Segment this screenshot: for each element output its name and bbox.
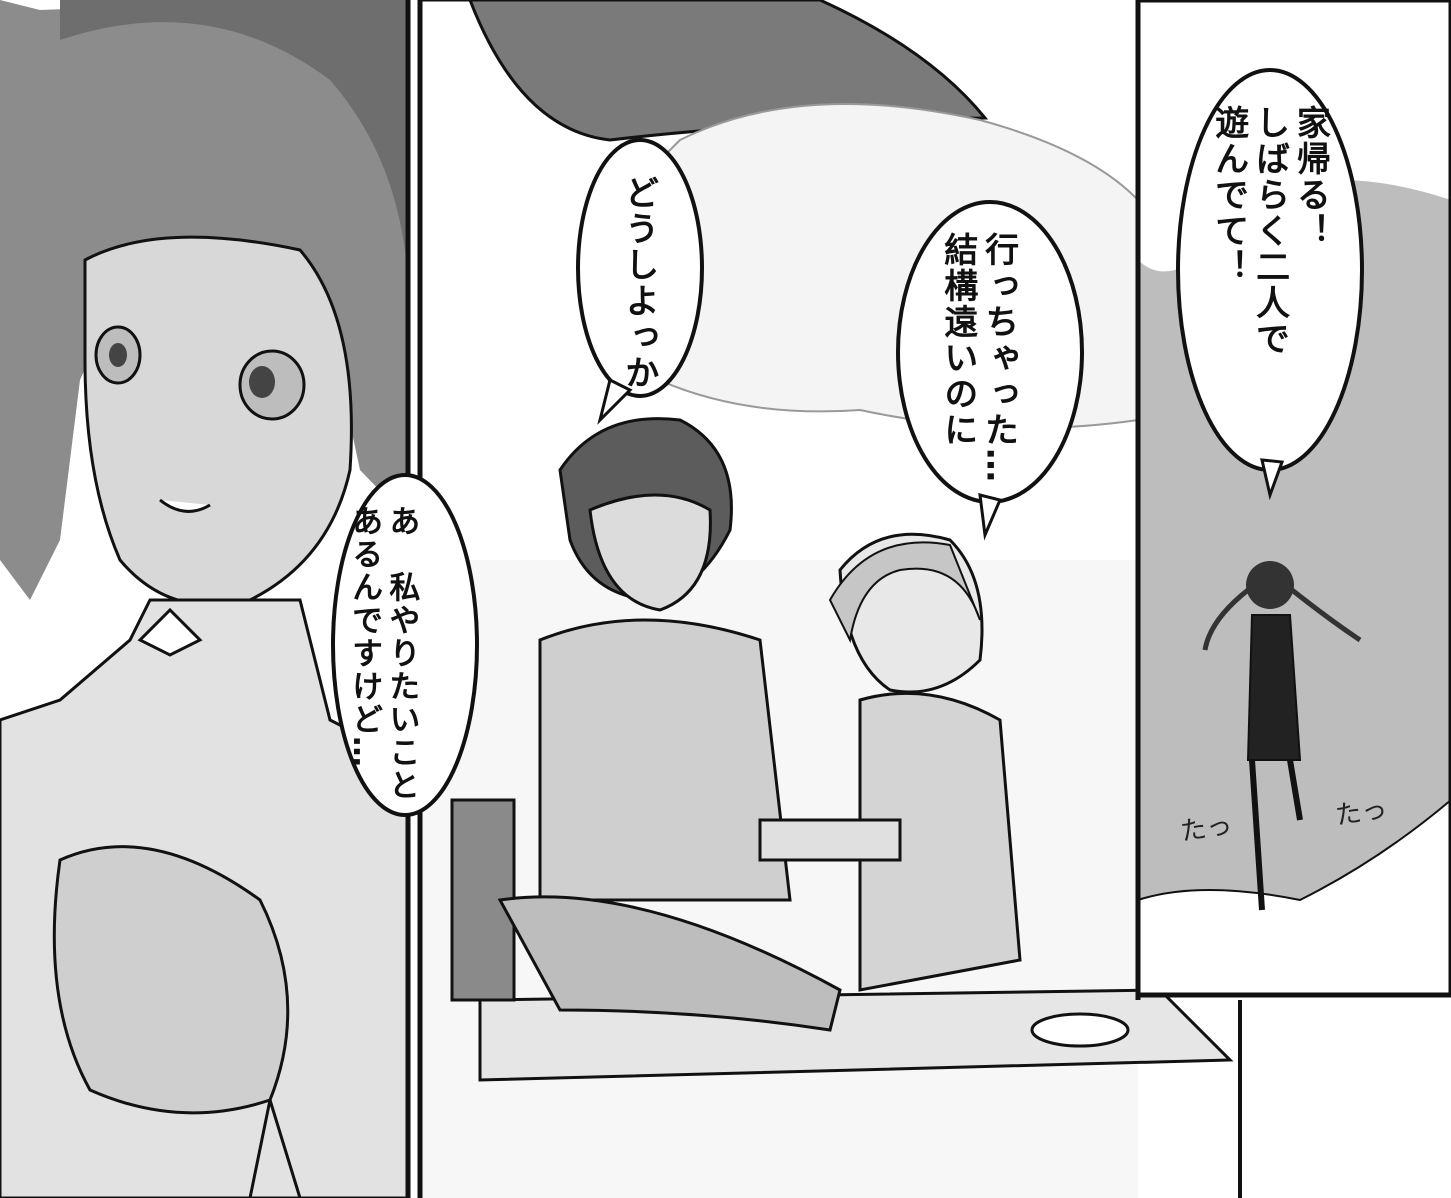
sfx-ta-right: たっ — [1333, 794, 1390, 832]
sfx-ta-left: たっ — [1178, 810, 1235, 848]
bubble-iekaeru-line-3: 遊んでて！ — [1208, 105, 1249, 285]
bubble-icchatta-line-1: 行っちゃった… — [978, 232, 1019, 484]
bubble-iekaeru-line-2: しばらく二人で — [1249, 105, 1290, 357]
speech-bubbles — [331, 68, 1364, 817]
bubble-iekaeru-text: 家帰る！ しばらく二人で 遊んでて！ — [1208, 105, 1331, 435]
mouth — [159, 498, 211, 513]
bubble-left — [331, 473, 479, 817]
bubble-dousiyokka — [576, 138, 704, 398]
running-girl — [1202, 561, 1362, 911]
bubble-iekaeru-line-1: 家帰る！ — [1290, 105, 1331, 249]
left-panel-art — [0, 0, 411, 1198]
bubble-left-line-2: あるんですけど… — [346, 505, 383, 769]
boy-figure — [497, 417, 842, 1032]
bubble-left-line-1: あ 私やりたいこと — [383, 505, 420, 802]
middle-panel-art — [417, 0, 1242, 1198]
bubble-dousiyokka-text: どうしよっか — [618, 175, 659, 391]
bubble-icchatta-line-2: 結構遠いのに — [937, 232, 978, 448]
girl-figure — [758, 532, 1022, 992]
bubble-left-text: あ 私やりたいこと あるんですけど… — [345, 505, 419, 805]
bubble-dousiyokka-line-1: どうしよっか — [618, 175, 659, 391]
bubble-icchatta-text: 行っちゃった… 結構遠いのに — [937, 232, 1019, 492]
